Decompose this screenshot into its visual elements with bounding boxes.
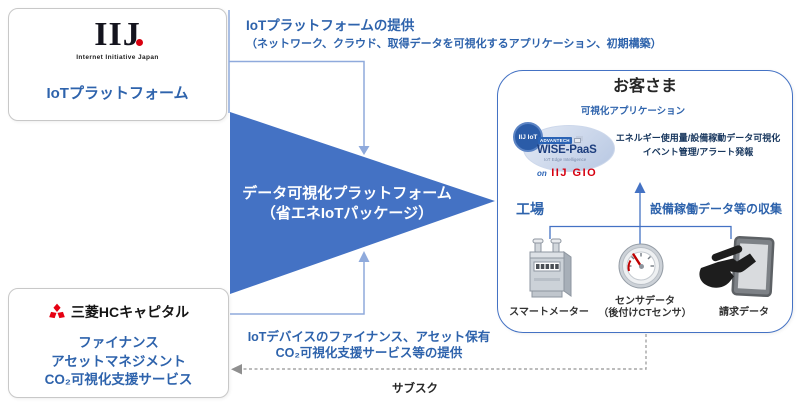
mitsubishi-hc-box (8, 288, 229, 398)
iij-logo-red-dot-icon (135, 39, 143, 46)
triangle-line2: （省エネIoTパッケージ） (260, 204, 434, 222)
app-features: エネルギー使用量/設備稼動データ可視化 イベント管理/アラート発報 (608, 132, 788, 159)
bottom-flow-line2: CO₂可視化支援サービス等の提供 (275, 346, 463, 360)
feature-line2: イベント管理/アラート発報 (642, 146, 754, 157)
bottom-flow-connector (230, 262, 365, 315)
smart-meter-icon (524, 238, 576, 305)
service-finance: ファイナンス (78, 335, 159, 350)
iij-logo: IIJ Internet Initiative Japan (8, 16, 227, 62)
iot-platform-label: IoTプラットフォーム (46, 85, 189, 102)
gio-on-prefix: on (537, 169, 547, 178)
advantech-logo: ADVANTECH (538, 137, 572, 144)
smart-meter-caption: スマートメーター (509, 307, 589, 318)
service-asset-management: アセットマネジメント (51, 353, 186, 369)
ct-sensor-gauge-icon (613, 241, 669, 298)
top-flow-title: IoTプラットフォームの提供 (246, 18, 415, 33)
up-arrowhead (358, 251, 370, 262)
iij-logo-subtext: Internet Initiative Japan (76, 54, 159, 61)
gio-name: IIJ GIO (551, 167, 598, 179)
billing-tablet-icon (697, 236, 775, 305)
advantech-row: ADVANTECH (538, 137, 581, 144)
pointing-hand-icon (699, 245, 756, 288)
triangle-line1: データ可視化プラットフォーム (242, 185, 452, 202)
cube-icon (573, 138, 581, 143)
left-arrowhead (231, 364, 242, 375)
down-arrowhead (358, 146, 370, 155)
customer-title: お客さま (612, 78, 677, 95)
mhc-company-name: 三菱HCキャピタル (70, 304, 190, 320)
factory-label: 工場 (516, 201, 544, 217)
feature-line1: エネルギー使用量/設備稼動データ可視化 (615, 133, 781, 143)
bottom-flow-text: IoTデバイスのファイナンス、アセット保有 CO₂可視化支援サービス等の提供 (234, 329, 504, 361)
platform-triangle-caption: データ可視化プラットフォーム （省エネIoTパッケージ） (236, 184, 458, 223)
subscription-label: サブスク (392, 383, 438, 395)
iij-provider-box (8, 8, 227, 121)
visualization-app-label: 可視化アプリケーション (580, 106, 686, 117)
billing-caption: 請求データ (719, 307, 769, 318)
wise-paas-wordmark: WISE-PaaS (537, 144, 597, 156)
collection-label: 設備稼働データ等の収集 (650, 202, 783, 216)
top-flow-detail: （ネットワーク、クラウド、取得データを可視化するアプリケーション、初期構築） (246, 38, 662, 50)
wise-paas-tagline: IoT Edge Intelligence (544, 157, 587, 162)
bottom-flow-line1: IoTデバイスのファイナンス、アセット保有 (247, 330, 491, 344)
mhc-logo-row: 三菱HCキャピタル (8, 302, 229, 322)
mhc-services: ファイナンス アセットマネジメント CO₂可視化支援サービス (8, 334, 229, 390)
service-co2-visualization: CO₂可視化支援サービス (44, 372, 193, 387)
iij-gio-wordmark: on IIJ GIO (537, 163, 597, 181)
iij-logo-text: IIJ (94, 16, 141, 53)
solution-logo: IIJ IoT ADVANTECH WISE-PaaS IoT Edge Int… (510, 110, 622, 182)
mitsubishi-diamonds-icon (48, 303, 66, 321)
ct-sensor-caption: センサデータ （後付けCTセンサ） (598, 296, 692, 319)
